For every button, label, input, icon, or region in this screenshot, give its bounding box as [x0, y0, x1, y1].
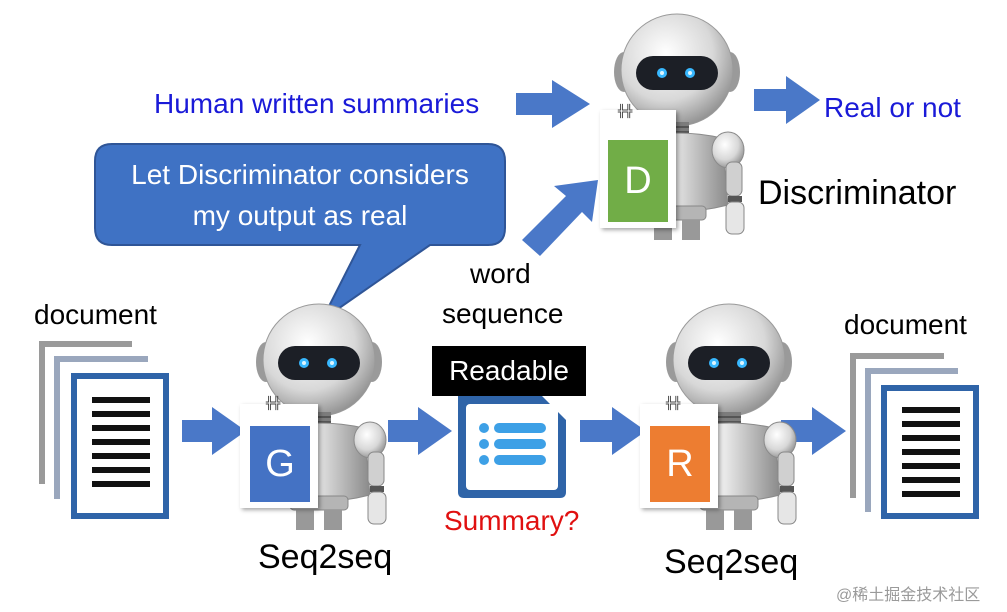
- discriminator-card: ╬╬ D: [600, 104, 676, 228]
- summary-list-icon: [458, 396, 566, 498]
- generator-letter-box: G: [250, 426, 310, 502]
- speech-bubble: [94, 143, 506, 321]
- document-label-left: document: [34, 299, 157, 330]
- arrow-human-to-discriminator: [516, 80, 590, 128]
- reconstructor-letter-box: R: [650, 426, 710, 502]
- arrow-sequence-to-discriminator: [522, 180, 598, 256]
- reconstructor-letter: R: [666, 442, 694, 485]
- discriminator-letter: D: [624, 159, 652, 202]
- sequence-label: sequence: [442, 298, 564, 329]
- document-stack-right: [850, 353, 979, 519]
- reconstructor-card: ╬╬ R: [640, 396, 718, 508]
- word-label: word: [470, 258, 531, 289]
- document-stack-left: [39, 341, 169, 519]
- arrow-document-to-generator: [182, 407, 246, 455]
- watermark: @稀土掘金技术社区: [836, 587, 981, 604]
- arrow-summary-to-reconstructor: [580, 407, 646, 455]
- summary-label: Summary?: [444, 505, 580, 536]
- human-summaries-label: Human written summaries: [154, 88, 480, 119]
- speech-bubble-line-1: Let Discriminator considers: [131, 159, 469, 190]
- real-or-not-label: Real or not: [824, 92, 961, 123]
- seq2seq-label-right: Seq2seq: [664, 543, 799, 581]
- arrow-discriminator-to-output: [754, 76, 820, 124]
- readable-label: Readable: [432, 346, 586, 396]
- seq2seq-label-left: Seq2seq: [258, 538, 393, 576]
- arrow-generator-to-summary: [388, 407, 452, 455]
- speech-bubble-line-2: my output as real: [192, 200, 408, 231]
- generator-card: ╬╬ G: [240, 396, 318, 508]
- arrow-reconstructor-to-document: [781, 407, 846, 455]
- generator-letter: G: [265, 442, 295, 485]
- discriminator-letter-box: D: [608, 140, 668, 222]
- discriminator-label: Discriminator: [758, 174, 957, 212]
- document-label-right: document: [844, 309, 967, 340]
